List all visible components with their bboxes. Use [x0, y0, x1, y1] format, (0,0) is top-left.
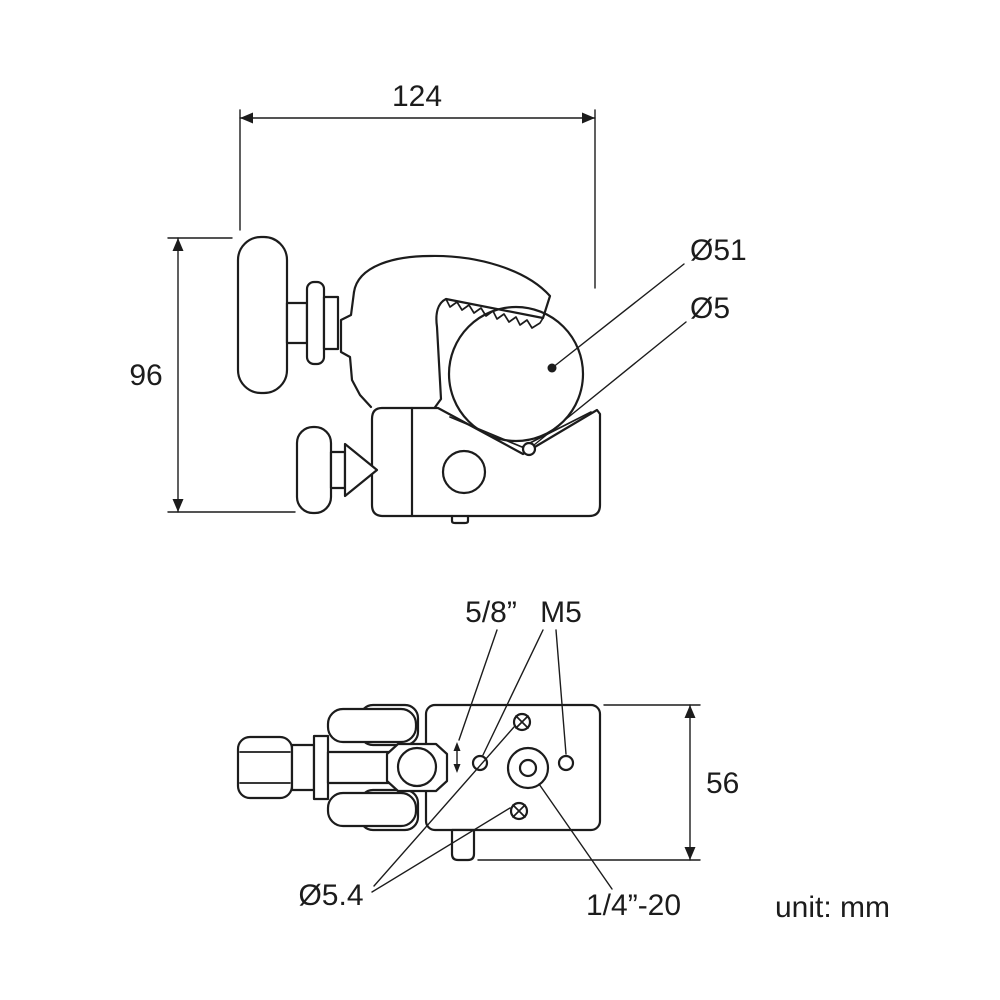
bottom-body — [424, 703, 602, 832]
through-hole-leader-top — [373, 726, 515, 887]
socket-leader — [458, 629, 498, 741]
lock-collar — [329, 450, 347, 490]
pipe-dia-callout: Ø51 — [547, 234, 747, 373]
clamp-handle — [236, 235, 289, 395]
thread-label: 1/4”-20 — [586, 889, 681, 922]
clamp-handle-assembly — [236, 235, 340, 395]
pipe-circle — [447, 305, 585, 443]
socket-label: 5/8” — [465, 596, 517, 629]
lower-body-outline — [370, 406, 602, 518]
m5-hole-right — [557, 754, 575, 772]
thread-leader — [538, 783, 613, 890]
arrowhead-right — [582, 112, 595, 124]
jaw-liner — [449, 411, 592, 448]
casting-top-outline — [352, 254, 552, 412]
handle-shaft — [285, 301, 309, 345]
dim-depth-56: 56 — [477, 704, 739, 861]
through-hole-bottom — [509, 801, 529, 821]
pin-hole-label: Ø5 — [690, 292, 730, 325]
hex-nut-assembly — [385, 742, 449, 793]
bottom-stub-side — [450, 514, 470, 525]
m5-callout: M5 — [482, 596, 582, 756]
through-hole-callout: Ø5.4 — [298, 726, 515, 912]
lock-knob — [295, 425, 333, 515]
pipe-dia-label: Ø51 — [690, 234, 747, 267]
dim-height-label: 96 — [129, 359, 162, 392]
socket-bore-dim — [453, 742, 461, 773]
lock-knob-assembly — [295, 425, 379, 515]
clamp-prong-bottom — [326, 791, 418, 828]
side-view: 124 96 — [129, 80, 747, 525]
pin-hole-callout: Ø5 — [533, 292, 730, 446]
through-hole-bottom-cross-2 — [512, 804, 526, 818]
center-thread-hole-outer — [506, 746, 550, 790]
pin-hole — [521, 441, 537, 457]
arrowhead-left — [240, 112, 253, 124]
handle-flange — [305, 280, 326, 366]
socket-arrow-down — [453, 764, 461, 773]
handle-spacer — [322, 295, 340, 351]
dim-width-label: 124 — [392, 80, 442, 113]
through-hole-leader-bottom — [371, 807, 511, 893]
knob-plate — [312, 734, 330, 801]
casting-left-outline — [339, 290, 373, 409]
mounting-holes — [471, 712, 575, 821]
knob-collar — [290, 743, 316, 792]
through-hole-top — [512, 712, 532, 732]
dim-width-124: 124 — [239, 80, 596, 289]
jaw-serrations — [445, 298, 544, 329]
through-hole-label: Ø5.4 — [298, 879, 363, 912]
arrowhead-top — [684, 705, 696, 718]
dim-depth-label: 56 — [706, 767, 739, 800]
clamp-casting — [339, 254, 552, 412]
thread-callout: 1/4”-20 — [538, 783, 681, 922]
pipe-dia-leader-dot — [547, 363, 557, 373]
socket-callout: 5/8” — [458, 596, 517, 741]
dim-height-96: 96 — [129, 237, 296, 513]
hex-knob — [236, 735, 294, 800]
mount-stub — [450, 828, 476, 862]
bottom-view: 56 5/8” M5 Ø5.4 1/4”-20 — [236, 596, 739, 922]
lower-body — [370, 406, 602, 525]
arrowhead-bottom — [172, 499, 184, 512]
pipe-dia-leader — [551, 263, 685, 369]
pin-hole-leader — [533, 321, 687, 446]
unit-label: unit: mm — [775, 891, 890, 924]
hex-nut-bore — [396, 746, 438, 788]
body-hole — [441, 449, 487, 495]
hex-nut — [385, 742, 449, 793]
arrowhead-bottom — [684, 847, 696, 860]
through-hole-top-cross-2 — [515, 715, 529, 729]
arrowhead-top — [172, 238, 184, 251]
socket-arrow-up — [453, 742, 461, 751]
m5-leader-right — [555, 629, 567, 755]
screw-shaft — [326, 750, 394, 785]
m5-label: M5 — [540, 596, 582, 629]
center-thread-hole-inner — [518, 758, 538, 778]
m5-hole-left — [471, 754, 489, 772]
bottom-knob-assembly — [236, 703, 420, 832]
clamp-prong-top — [326, 707, 418, 744]
lock-wedge — [343, 442, 379, 498]
m5-leader-left — [482, 629, 544, 756]
